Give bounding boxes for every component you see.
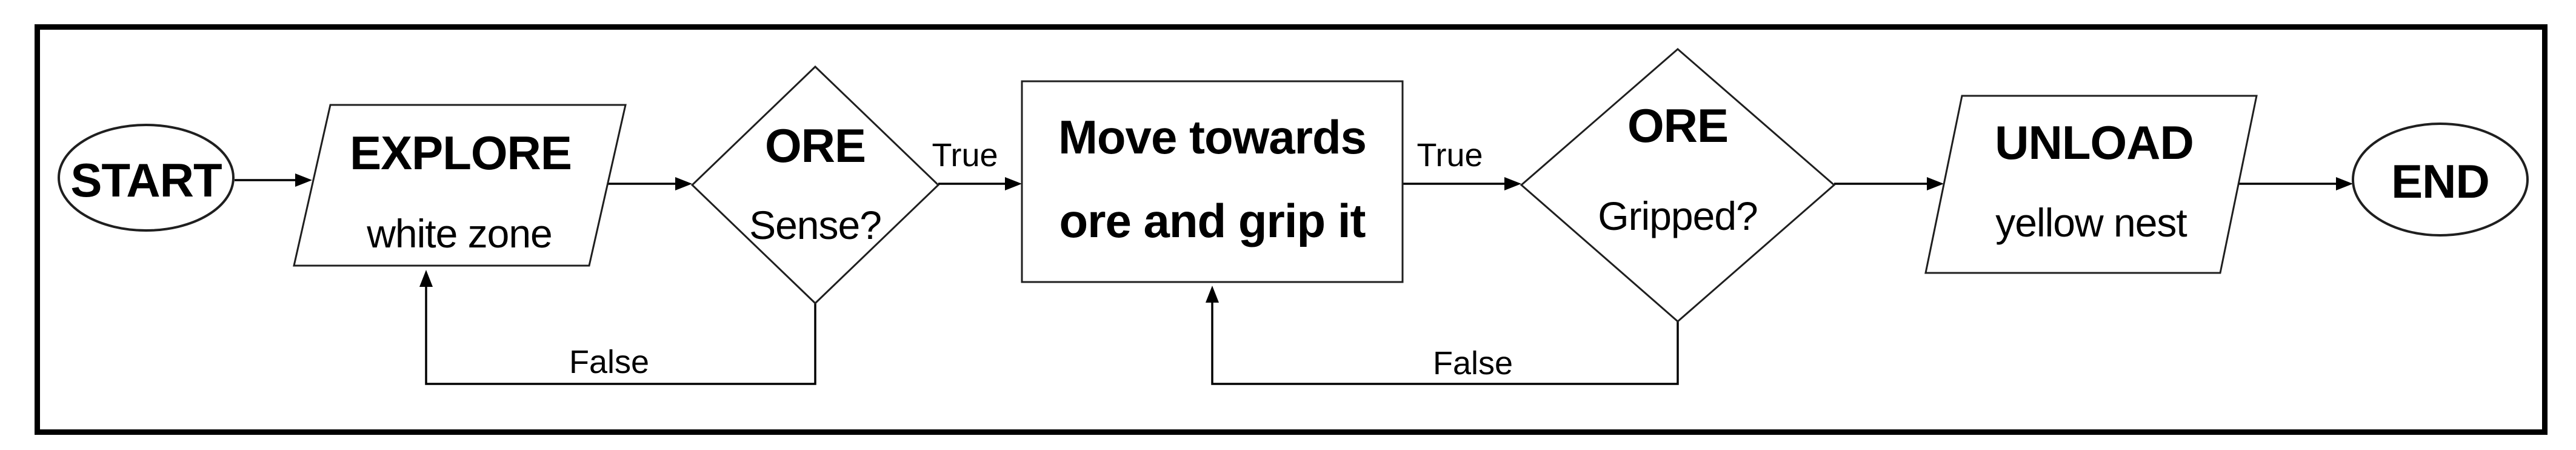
decision-diamond-shape	[1520, 48, 1836, 323]
node-line1: Move towards	[1058, 110, 1366, 164]
edge-unload-to-end	[2238, 177, 2353, 190]
edge-label-false: False	[569, 344, 649, 380]
arrowhead-icon	[2336, 177, 2353, 190]
node-label: END	[2391, 155, 2489, 208]
connector-line	[425, 286, 816, 385]
node-explore: EXPLORE white zone	[293, 104, 627, 267]
edge-explore-to-sense	[608, 177, 692, 190]
parallelogram-shape	[293, 104, 627, 267]
node-subtitle: yellow nest	[1995, 200, 2187, 245]
node-unload: UNLOAD yellow nest	[1924, 95, 2258, 274]
node-start: START	[58, 124, 235, 232]
arrowhead-icon	[1927, 177, 1944, 190]
arrowhead-icon	[1005, 177, 1022, 190]
edge-sense-to-move: True	[932, 137, 1022, 190]
edge-label-true: True	[932, 137, 998, 173]
arrowhead-icon	[675, 177, 692, 190]
parallelogram-shape	[1924, 95, 2258, 274]
node-title: UNLOAD	[1995, 116, 2194, 169]
node-title: ORE	[1627, 99, 1728, 152]
arrowhead-icon	[1206, 286, 1219, 303]
edge-gripped-to-move: False	[1206, 286, 1679, 385]
terminator-shape	[58, 124, 235, 232]
edge-move-to-gripped: True	[1403, 137, 1521, 190]
node-title: EXPLORE	[350, 126, 572, 180]
node-title: ORE	[765, 119, 866, 172]
edge-sense-to-explore: False	[419, 270, 816, 385]
arrowhead-icon	[1504, 177, 1521, 190]
node-ore-sense: ORE Sense?	[690, 65, 940, 305]
node-subtitle: white zone	[366, 211, 552, 256]
edge-gripped-to-unload	[1834, 177, 1944, 190]
node-move-grip: Move towards ore and grip it	[1021, 80, 1404, 283]
edge-start-to-explore	[235, 173, 312, 187]
connector-line	[1211, 301, 1679, 385]
node-end: END	[2352, 123, 2529, 237]
node-label: START	[70, 153, 222, 207]
process-rect-shape	[1021, 80, 1404, 283]
node-subtitle: Sense?	[749, 203, 881, 247]
node-line2: ore and grip it	[1059, 194, 1366, 247]
node-subtitle: Gripped?	[1598, 193, 1758, 238]
edge-label-true: True	[1416, 137, 1483, 173]
node-ore-gripped: ORE Gripped?	[1520, 48, 1836, 323]
arrowhead-icon	[295, 173, 312, 187]
diagram-border	[35, 24, 2548, 435]
edge-label-false: False	[1433, 345, 1513, 381]
arrowhead-icon	[419, 270, 433, 287]
terminator-shape	[2352, 123, 2529, 237]
decision-diamond-shape	[690, 65, 940, 305]
